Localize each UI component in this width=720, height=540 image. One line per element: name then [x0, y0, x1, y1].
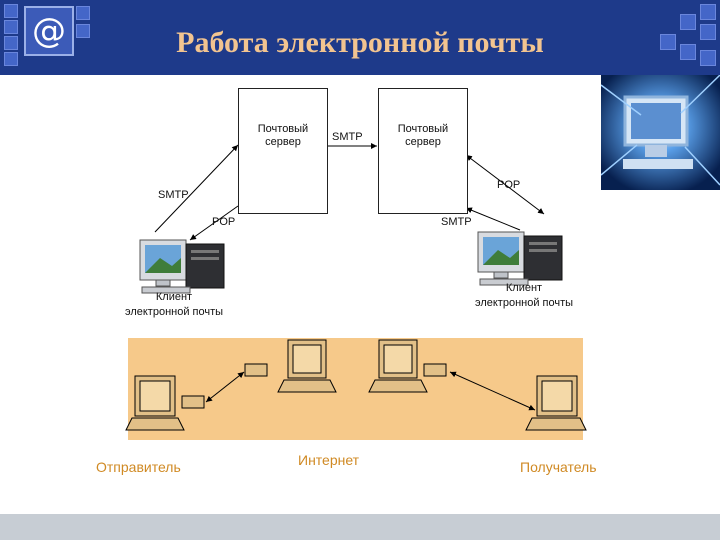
- receiver-computer-icon: [525, 375, 587, 431]
- decor-square: [680, 44, 696, 60]
- protocol-pop-left: POP: [212, 216, 236, 228]
- footer-band: [0, 514, 720, 540]
- protocol-smtp-left: SMTP: [158, 189, 189, 201]
- header-band: [0, 0, 720, 75]
- mail-server-right: Почтовый сервер: [378, 88, 468, 214]
- server-label: Почтовый сервер: [257, 123, 309, 148]
- desktop-computer-icon: [477, 231, 563, 286]
- internet-computer-icon: [244, 339, 337, 393]
- protocol-pop-right: POP: [497, 179, 521, 191]
- decor-square: [700, 4, 716, 20]
- decor-square: [4, 4, 18, 18]
- decor-square: [700, 50, 716, 66]
- internet-computer-icon: [368, 339, 447, 393]
- page-title: Работа электронной почты: [176, 26, 544, 59]
- client-label-right: Клиент электронной почты: [474, 282, 574, 309]
- email-logo: @: [24, 6, 74, 56]
- desktop-computer-icon: [139, 239, 225, 294]
- at-sign-icon: @: [32, 11, 66, 51]
- protocol-smtp-right: SMTP: [441, 216, 472, 228]
- decor-square: [4, 36, 18, 50]
- decor-square: [680, 14, 696, 30]
- protocol-smtp-servers: SMTP: [332, 131, 363, 143]
- internet-label: Интернет: [298, 452, 360, 468]
- sender-label: Отправитель: [96, 459, 181, 475]
- sender-computer-icon: [125, 375, 205, 431]
- receiver-label: Получатель: [520, 459, 597, 475]
- decor-square: [4, 52, 18, 66]
- decor-square: [76, 24, 90, 38]
- computer-photo-art: [601, 75, 720, 190]
- decor-square: [76, 6, 90, 20]
- decor-square: [4, 20, 18, 34]
- server-label: Почтовый сервер: [397, 123, 449, 148]
- client-label-left: Клиент электронной почты: [124, 291, 224, 318]
- decor-square: [660, 34, 676, 50]
- decor-square: [700, 24, 716, 40]
- mail-server-left: Почтовый сервер: [238, 88, 328, 214]
- computer-photo: [601, 75, 720, 190]
